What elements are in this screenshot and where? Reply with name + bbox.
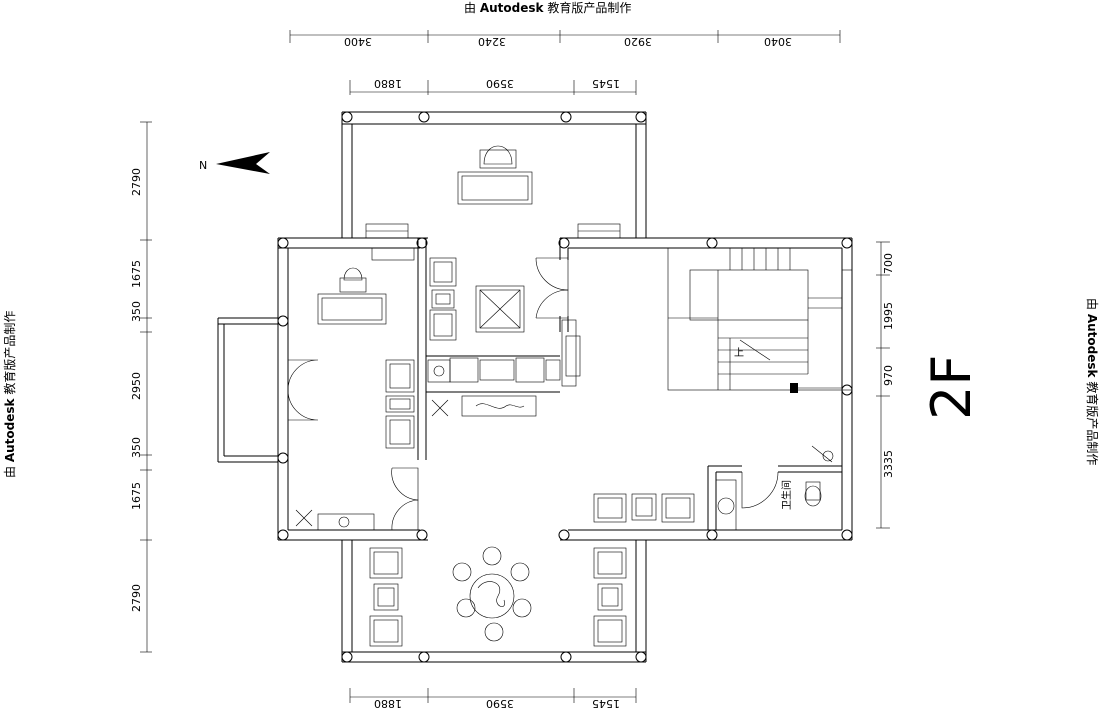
dim-top-outer-1: 3400 [344, 35, 372, 48]
dimension-top-inner: 1880 3590 1545 [349, 77, 637, 95]
dim-bottom-inner-3: 1545 [592, 697, 620, 710]
dim-left-6: 1675 [130, 482, 143, 510]
dimension-left: 2790 1675 350 2950 350 1675 2790 [130, 121, 152, 653]
dim-top-inner-2: 3590 [486, 77, 514, 90]
dim-left-7: 2790 [130, 584, 143, 612]
dim-right-4: 3335 [882, 450, 895, 478]
top-wing-furniture [457, 145, 533, 205]
dim-left-3: 350 [130, 301, 143, 322]
dim-right-3: 970 [882, 365, 895, 386]
right-room-furniture [593, 445, 834, 523]
columns [277, 111, 853, 663]
dim-bottom-inner-1: 1880 [374, 697, 402, 710]
dim-top-inner-3: 1545 [592, 77, 620, 90]
north-label: N [199, 159, 207, 172]
windows [365, 223, 852, 391]
north-arrow: N [199, 152, 270, 174]
bottom-wing-furniture [369, 546, 627, 647]
bathroom-fixtures: 卫生间 [715, 479, 822, 531]
watermark-top: 由 Autodesk 教育版产品制作 [464, 0, 631, 15]
dim-bottom-inner-2: 3590 [486, 697, 514, 710]
dim-top-inner-1: 1880 [374, 77, 402, 90]
dim-left-5: 350 [130, 437, 143, 458]
left-room-furniture [295, 247, 415, 531]
dimension-top-outer: 3400 3240 3920 3040 [289, 30, 841, 48]
dim-left-2: 1675 [130, 260, 143, 288]
bathroom-label: 卫生间 [780, 480, 793, 510]
dim-left-1: 2790 [130, 168, 143, 196]
dim-top-outer-2: 3240 [478, 35, 506, 48]
dim-right-2: 1995 [882, 302, 895, 330]
dim-right-1: 700 [882, 253, 895, 274]
dim-top-outer-4: 3040 [764, 35, 792, 48]
dim-left-4: 2950 [130, 372, 143, 400]
walls [217, 111, 853, 663]
central-furniture [427, 257, 581, 417]
watermark-left: 由 Autodesk 教育版产品制作 [2, 311, 17, 478]
doors [287, 257, 779, 531]
dimension-right: 700 1995 970 3335 [876, 241, 895, 529]
staircase: 上 [667, 247, 843, 393]
stair-up-label: 上 [734, 347, 744, 359]
floor-label: 2F [920, 355, 983, 420]
watermark-right: 由 Autodesk 教育版产品制作 [1085, 298, 1100, 465]
dimension-bottom-inner: 1880 3590 1545 [349, 688, 637, 710]
dim-top-outer-3: 3920 [624, 35, 652, 48]
